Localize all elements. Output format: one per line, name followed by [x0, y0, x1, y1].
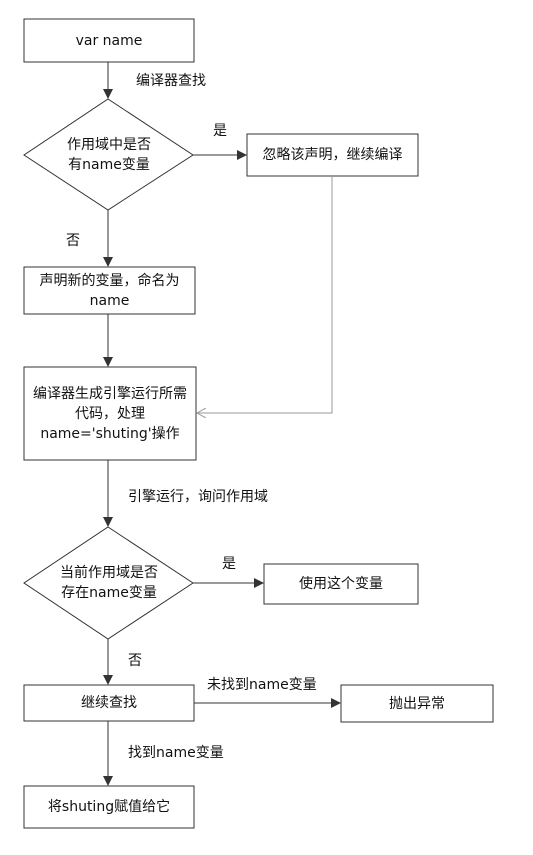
use-node	[263, 563, 419, 605]
start-node	[23, 18, 195, 63]
start-node-label: var name	[75, 32, 143, 49]
declare-node-label: 声明新的变量，命名为name	[39, 272, 180, 309]
edge-label-no2: 否	[128, 653, 142, 669]
ignore-node-label: 忽略该声明，继续编译	[262, 147, 403, 163]
declare-node	[23, 266, 196, 315]
edge-label-engine-run: 引擎运行，询问作用域	[128, 489, 268, 505]
edge-label-not-found: 未找到name变量	[207, 677, 317, 693]
generate-node	[23, 366, 197, 461]
assign-node	[23, 785, 195, 829]
edge-ignore-to-generate	[197, 176, 333, 413]
continue-node-label: 继续查找	[81, 695, 137, 711]
decision2-label: 当前作用域是否存在name变量	[60, 565, 158, 601]
throw-node-label: 抛出异常	[389, 695, 445, 712]
edge-label-yes2: 是	[222, 556, 236, 572]
continue-node	[23, 684, 195, 722]
edge-label-yes1: 是	[213, 123, 227, 139]
edge-label-no1: 否	[66, 233, 80, 249]
edge-label-found: 找到name变量	[128, 745, 224, 761]
throw-node	[340, 684, 494, 723]
decision1-label: 作用域中是否有name变量	[67, 137, 151, 173]
generate-node-label: 编译器生成引擎运行所需代码，处理name='shuting'操作	[33, 385, 187, 442]
edge-label-compiler-lookup: 编译器查找	[136, 73, 206, 89]
use-node-label: 使用这个变量	[299, 576, 383, 592]
ignore-node	[246, 133, 419, 177]
assign-node-label: 将shuting赋值给它	[47, 799, 171, 815]
